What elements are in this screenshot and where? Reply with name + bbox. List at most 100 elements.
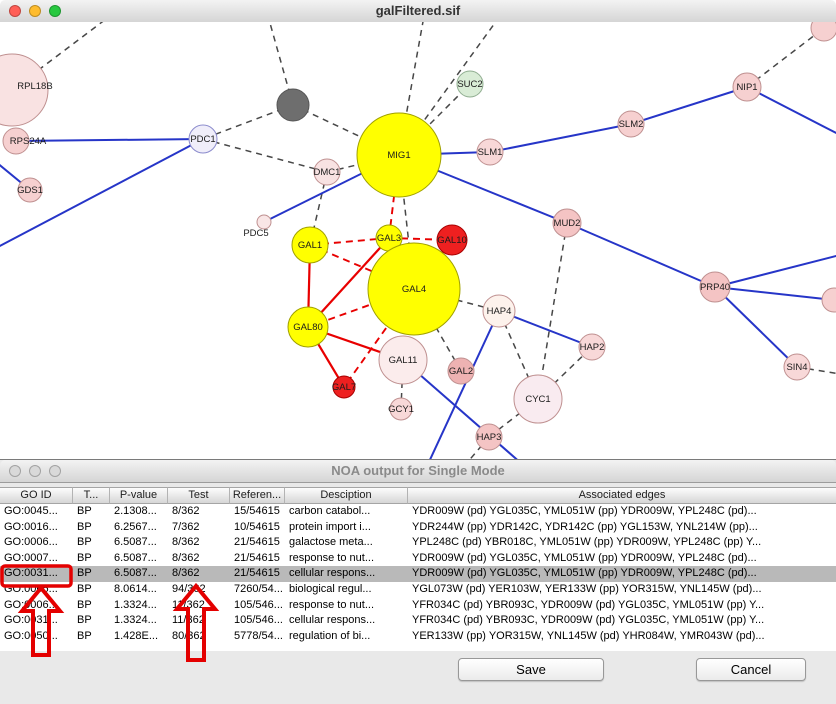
- network-edge[interactable]: [11, 22, 110, 91]
- network-edge[interactable]: [202, 138, 328, 173]
- network-node-gds1[interactable]: [17, 177, 43, 203]
- network-node-rps24a[interactable]: [2, 127, 30, 155]
- network-window-title: galFiltered.sif: [375, 3, 461, 18]
- network-edge[interactable]: [0, 138, 204, 248]
- network-edge[interactable]: [402, 359, 522, 459]
- network-edge[interactable]: [630, 86, 748, 125]
- network-node-label: SIN4: [786, 362, 807, 373]
- network-node-label: GAL7: [332, 382, 356, 393]
- column-header-referen-[interactable]: Referen...: [230, 487, 285, 504]
- network-node-prp40[interactable]: [699, 271, 731, 303]
- network-edge[interactable]: [566, 222, 716, 288]
- table-cell: 21/54615: [234, 567, 280, 580]
- minimize-button[interactable]: [29, 5, 41, 17]
- table-cell: BP: [77, 567, 92, 580]
- network-node-gal2[interactable]: [447, 357, 475, 385]
- table-cell: 105/546...: [234, 614, 283, 627]
- save-button[interactable]: Save: [458, 658, 604, 681]
- network-node-slm2[interactable]: [617, 110, 645, 138]
- network-node-dark[interactable]: [276, 88, 310, 122]
- network-node-label: RPS24A: [10, 136, 47, 147]
- network-edge[interactable]: [489, 123, 632, 153]
- network-edge[interactable]: [400, 359, 404, 410]
- network-node-mig1[interactable]: [356, 112, 442, 198]
- network-node-nip1[interactable]: [732, 72, 762, 102]
- network-edge[interactable]: [746, 86, 836, 135]
- network-edge[interactable]: [428, 310, 500, 459]
- network-node-slm1[interactable]: [476, 138, 504, 166]
- cancel-button[interactable]: Cancel: [696, 658, 806, 681]
- network-node-label: GAL2: [449, 366, 473, 377]
- network-node-label: SLM2: [619, 119, 644, 130]
- network-edge[interactable]: [398, 22, 500, 156]
- network-node-hap3[interactable]: [475, 423, 503, 451]
- close-button[interactable]: [9, 5, 21, 17]
- column-header-go-id[interactable]: GO ID: [0, 487, 73, 504]
- network-node-label: CYC1: [525, 394, 550, 405]
- network-graph[interactable]: RPL18BRPS24AGDS1PDC1DMC1MIG1SUC2SLM1SLM2…: [0, 22, 836, 459]
- network-edge[interactable]: [343, 288, 415, 388]
- network-edge[interactable]: [537, 222, 568, 400]
- minimize-button[interactable]: [29, 465, 41, 477]
- network-node-mud2[interactable]: [552, 208, 582, 238]
- network-node-pdc1[interactable]: [188, 124, 218, 154]
- network-edge[interactable]: [292, 104, 400, 156]
- column-header-p-value[interactable]: P-value: [110, 487, 168, 504]
- zoom-button[interactable]: [49, 465, 61, 477]
- network-edge[interactable]: [714, 254, 836, 288]
- zoom-button[interactable]: [49, 5, 61, 17]
- table-cell: protein import i...: [289, 520, 371, 533]
- column-header-t-[interactable]: T...: [73, 487, 110, 504]
- network-node-gal10[interactable]: [436, 224, 468, 256]
- network-node-corner_tr[interactable]: [810, 22, 836, 42]
- network-node-rpl18b[interactable]: [0, 53, 49, 127]
- network-edge[interactable]: [309, 244, 415, 290]
- column-header-associated-edges[interactable]: Associated edges: [408, 487, 836, 504]
- network-edge[interactable]: [714, 286, 835, 301]
- network-node-label: RPL18B: [17, 81, 52, 92]
- table-cell: galactose meta...: [289, 536, 373, 549]
- network-node-cyc1[interactable]: [513, 374, 563, 424]
- network-node-gal1[interactable]: [291, 226, 329, 264]
- network-node-gal80[interactable]: [287, 306, 329, 348]
- table-cell: 8/362: [172, 567, 200, 580]
- network-node-suc2[interactable]: [456, 70, 484, 98]
- network-node-sin4[interactable]: [783, 353, 811, 381]
- network-node-gal11[interactable]: [378, 335, 428, 385]
- network-edge[interactable]: [714, 286, 798, 368]
- network-node-gcy1[interactable]: [389, 397, 413, 421]
- network-node-hap4[interactable]: [482, 294, 516, 328]
- table-cell: YFR034C (pd) YBR093C, YDR009W (pd) YGL03…: [412, 614, 765, 627]
- column-header-test[interactable]: Test: [168, 487, 230, 504]
- table-cell: 1.3324...: [114, 598, 157, 611]
- network-node-hap2[interactable]: [578, 333, 606, 361]
- table-cell: response to nut...: [289, 551, 374, 564]
- network-node-label: MUD2: [554, 218, 581, 229]
- column-header-desciption[interactable]: Desciption: [285, 487, 408, 504]
- network-edge[interactable]: [746, 27, 825, 88]
- network-node-pdc5[interactable]: [256, 214, 272, 230]
- network-node-edge_right[interactable]: [821, 287, 836, 313]
- close-button[interactable]: [9, 465, 21, 477]
- network-edge[interactable]: [796, 366, 836, 375]
- noa-window-titlebar[interactable]: NOA output for Single Mode: [0, 460, 836, 483]
- network-node-gal4[interactable]: [367, 242, 461, 336]
- table-cell: BP: [77, 551, 92, 564]
- network-node-gal7[interactable]: [332, 375, 356, 399]
- network-node-dmc1[interactable]: [313, 158, 341, 186]
- network-edge[interactable]: [15, 138, 204, 142]
- network-node-label: PRP40: [700, 282, 730, 293]
- network-window-titlebar[interactable]: galFiltered.sif: [0, 0, 836, 23]
- network-edge[interactable]: [498, 310, 593, 348]
